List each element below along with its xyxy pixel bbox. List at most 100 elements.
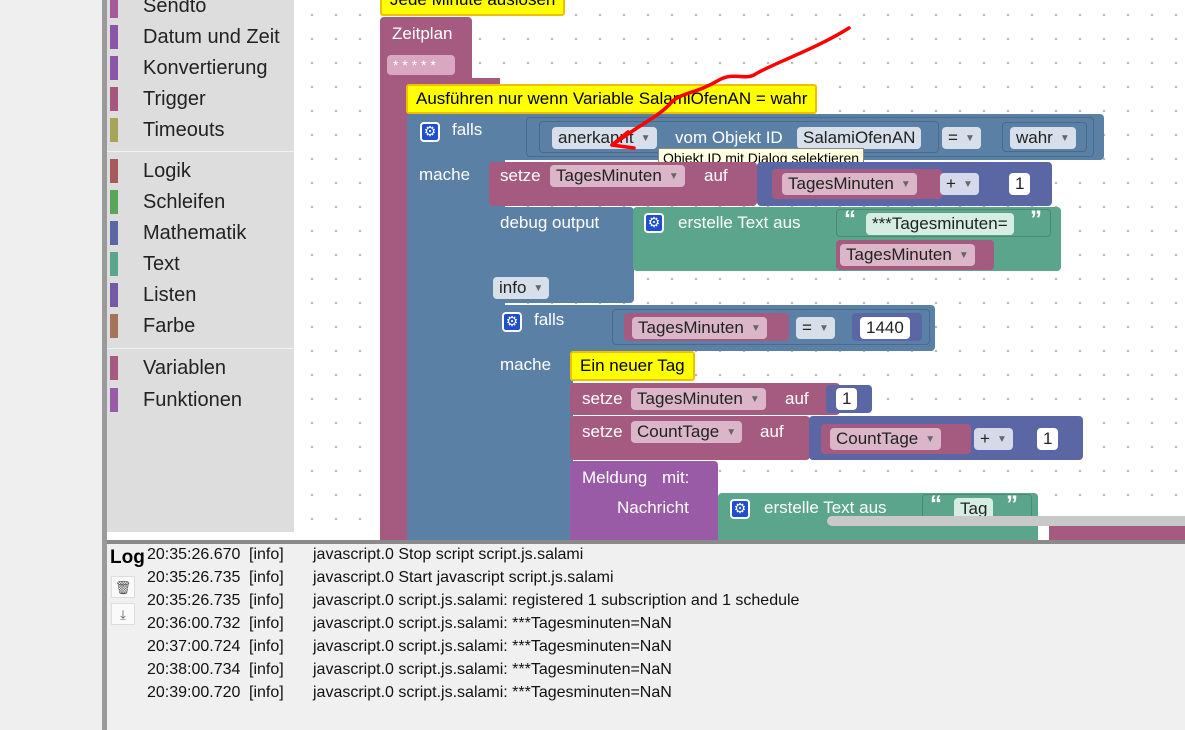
log-message: javascript.0 script.js.salami: ***Tagesm…	[313, 615, 672, 632]
variable-dropdown[interactable]: TagesMinuten▼	[782, 173, 917, 195]
toolbox-category-schleifen[interactable]: Schleifen	[110, 188, 225, 216]
variable-dropdown[interactable]: CountTage▼	[830, 428, 942, 450]
toolbox-category-listen[interactable]: Listen	[110, 281, 196, 309]
category-label: Timeouts	[143, 118, 225, 141]
category-label: Funktionen	[143, 388, 242, 411]
variable-dropdown[interactable]: TagesMinuten ▼	[631, 388, 766, 410]
horizontal-scrollbar[interactable]	[827, 516, 1185, 526]
dropdown-value: TagesMinuten	[638, 318, 744, 337]
create-text-label: erstelle Text aus	[678, 213, 801, 232]
toolbox-category-logik[interactable]: Logik	[110, 157, 191, 185]
quote-close-icon: ”	[1006, 491, 1018, 518]
toolbox-category-variablen[interactable]: Variablen	[110, 354, 226, 382]
category-color	[110, 56, 118, 80]
gear-icon[interactable]: ⚙	[730, 499, 750, 519]
chevron-down-icon: ▼	[668, 170, 679, 182]
chevron-down-icon: ▼	[749, 393, 760, 405]
comment-schedule: Jede Minute auslösen	[380, 0, 566, 16]
comment-new-day: Ein neuer Tag	[570, 351, 695, 381]
horizontal-splitter[interactable]	[107, 540, 1185, 544]
object-id-field[interactable]: SalamiOfenAN	[797, 127, 922, 149]
category-color	[110, 159, 118, 183]
log-level: [info]	[249, 684, 284, 701]
toolbox-category-text[interactable]: Text	[110, 250, 180, 278]
log-time: 20:35:26.670	[147, 546, 241, 563]
category-label: Variablen	[143, 356, 227, 379]
red-arrow-annotation	[610, 26, 851, 150]
block-canvas[interactable]: Jede Minute auslösen Zeitplan * * * * * …	[294, 0, 1185, 540]
schedule-cron-field[interactable]: * * * * *	[387, 55, 455, 75]
boolean-dropdown[interactable]: wahr ▼	[1010, 127, 1076, 149]
log-level-dropdown[interactable]: info▼	[493, 277, 550, 299]
dropdown-value: =	[948, 128, 958, 147]
category-label: Listen	[143, 283, 197, 306]
toolbox-category-timeouts[interactable]: Timeouts	[110, 116, 225, 144]
category-color	[110, 283, 118, 307]
log-title: Log	[110, 547, 145, 568]
number-field[interactable]: 1	[1009, 173, 1031, 195]
download-icon[interactable]: ⤓	[111, 603, 135, 625]
log-message: javascript.0 Start javascript script.js.…	[313, 569, 614, 586]
message-block[interactable]	[570, 461, 718, 540]
dropdown-value: wahr	[1016, 128, 1053, 147]
variable-dropdown[interactable]: CountTage▼	[631, 421, 743, 443]
gear-icon[interactable]: ⚙	[420, 122, 440, 142]
gear-icon[interactable]: ⚙	[644, 213, 664, 233]
toolbox-category-funktionen[interactable]: Funktionen	[110, 386, 242, 414]
number-field[interactable]: 1440	[860, 317, 910, 339]
vertical-splitter[interactable]	[102, 0, 107, 730]
number-field[interactable]: 1	[836, 388, 858, 410]
create-text-label: erstelle Text aus	[764, 498, 887, 517]
log-level: [info]	[249, 638, 284, 655]
to-label: auf	[785, 389, 809, 408]
compare-operator-dropdown[interactable]: =▼	[942, 127, 981, 149]
dropdown-value: TagesMinuten	[788, 174, 894, 193]
chevron-down-icon: ▼	[996, 433, 1007, 445]
quote-close-icon: ”	[1030, 206, 1042, 233]
arithmetic-operator-dropdown[interactable]: +▼	[974, 428, 1013, 450]
set2-label: setze	[582, 389, 623, 408]
category-label: Schleifen	[143, 190, 226, 213]
log-level: [info]	[249, 569, 284, 586]
chevron-down-icon: ▼	[1059, 132, 1070, 144]
log-time: 20:35:26.735	[147, 569, 241, 586]
do2-label: mache	[500, 355, 552, 374]
toolbox-category-farbe[interactable]: Farbe	[110, 312, 195, 340]
number-field[interactable]: 1	[1037, 428, 1059, 450]
do1-label: mache	[419, 165, 471, 184]
variable-dropdown[interactable]: TagesMinuten▼	[550, 165, 685, 187]
dropdown-value: =	[802, 318, 812, 337]
trash-icon[interactable]: 🗑	[111, 576, 135, 598]
toolbox: Sendto Datum und Zeit Konvertierung Trig…	[107, 0, 294, 532]
arithmetic-operator-dropdown[interactable]: +▼	[940, 173, 979, 195]
chevron-down-icon: ▼	[925, 433, 936, 445]
category-label: Datum und Zeit	[143, 25, 280, 48]
variable-dropdown[interactable]: TagesMinuten▼	[632, 317, 767, 339]
to-label: auf	[704, 166, 728, 185]
dropdown-value: +	[980, 429, 990, 448]
blockly-workspace: Sendto Datum und Zeit Konvertierung Trig…	[107, 0, 1185, 540]
toolbox-category-sendto[interactable]: Sendto	[110, 0, 206, 20]
dropdown-value: TagesMinuten	[637, 389, 743, 408]
log-pane: Log 🗑 ⤓ 20:35:26.670 [info] javascript.0 S…	[107, 544, 1185, 730]
text-field[interactable]: ***Tagesminuten=	[866, 213, 1014, 235]
category-color	[110, 314, 118, 338]
toolbox-category-konvertierung[interactable]: Konvertierung	[110, 54, 268, 82]
variable-dropdown[interactable]: TagesMinuten▼	[840, 244, 975, 266]
compare-operator-dropdown[interactable]: =▼	[796, 317, 835, 339]
category-label: Mathematik	[143, 221, 247, 244]
log-message: javascript.0 script.js.salami: registere…	[313, 592, 800, 609]
schedule-label: Zeitplan	[392, 24, 453, 43]
category-label: Logik	[143, 159, 191, 182]
log-time: 20:39:00.720	[147, 684, 241, 701]
toolbox-separator	[107, 348, 294, 349]
text-field[interactable]: Tag	[954, 498, 994, 520]
of-object-label: vom Objekt ID	[675, 128, 783, 147]
toolbox-category-trigger[interactable]: Trigger	[110, 85, 206, 113]
toolbox-category-mathematik[interactable]: Mathematik	[110, 219, 246, 247]
if-block-outer[interactable]	[407, 114, 505, 540]
gear-icon[interactable]: ⚙	[502, 312, 522, 332]
category-label: Trigger	[143, 87, 206, 110]
category-color	[110, 25, 118, 49]
toolbox-category-datum[interactable]: Datum und Zeit	[110, 23, 280, 51]
